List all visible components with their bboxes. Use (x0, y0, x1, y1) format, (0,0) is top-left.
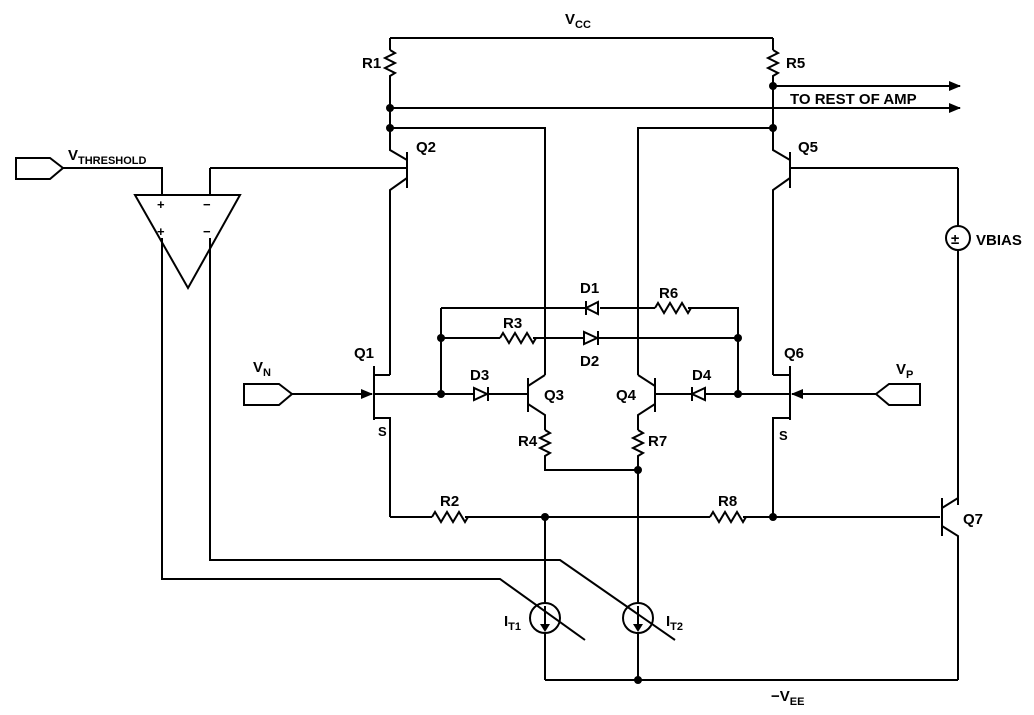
vn-label: VN (253, 359, 271, 379)
wire-q4-collector (637, 127, 773, 375)
comparator-plus-2: + (157, 224, 165, 239)
vcc-rail (389, 37, 774, 50)
vp-label: VP (896, 361, 913, 381)
comparator-minus-1: − (203, 197, 211, 212)
r4-resistor (537, 429, 638, 471)
r7-resistor (630, 429, 646, 470)
q2-transistor (389, 128, 408, 375)
r8-label: R8 (718, 493, 737, 510)
r7-label: R7 (648, 433, 667, 450)
node-dot (734, 334, 742, 342)
q3-label: Q3 (544, 387, 564, 404)
q2-label: Q2 (416, 139, 436, 156)
q7-transistor (941, 496, 959, 680)
r1-resistor (382, 49, 398, 108)
vbias-label: VBIAS (976, 232, 1022, 249)
diode-network-bottom (441, 331, 738, 345)
node-dot (634, 676, 642, 684)
wire-vthreshold (63, 167, 163, 195)
control-line-it2 (209, 238, 676, 641)
comparator-minus-2: − (203, 224, 211, 239)
r5-label: R5 (786, 55, 805, 72)
r6-label: R6 (659, 285, 678, 302)
d4-diode (689, 386, 706, 402)
vthreshold-label: VTHRESHOLD (68, 147, 147, 167)
d1-label: D1 (580, 280, 599, 297)
d1-diode (583, 300, 599, 316)
wire-q3-collector (390, 127, 546, 375)
q6-label: Q6 (784, 345, 804, 362)
vbias-sign: ± (951, 231, 959, 248)
to-rest-of-amp-lines (390, 81, 961, 113)
q5-label: Q5 (798, 139, 818, 156)
r8-resistor (709, 510, 747, 524)
to-rest-of-amp-label: TO REST OF AMP (790, 91, 917, 108)
q1-label: Q1 (354, 345, 374, 362)
vthreshold-terminal (15, 157, 65, 180)
it1-label: IT1 (504, 613, 521, 633)
q6-transistor (738, 366, 791, 517)
q3-transistor (527, 374, 546, 430)
it2-label: IT2 (666, 613, 683, 633)
diode-network-top (440, 301, 739, 393)
d3-diode (473, 386, 490, 402)
d3-label: D3 (470, 367, 489, 384)
q1-source-label: S (378, 424, 387, 439)
control-line-it1 (161, 238, 586, 641)
q7-label: Q7 (963, 511, 983, 528)
r2-label: R2 (440, 493, 459, 510)
vp-terminal (874, 383, 921, 406)
it1-arrowhead (540, 624, 550, 632)
r4-label: R4 (518, 433, 538, 450)
d4-label: D4 (692, 367, 712, 384)
comparator-triangle (133, 194, 242, 291)
q6-source-label: S (779, 428, 788, 443)
node-dot (437, 334, 445, 342)
q1-transistor (373, 366, 441, 517)
q4-label: Q4 (616, 387, 637, 404)
r3-label: R3 (503, 315, 522, 332)
it2-arrowhead (633, 624, 643, 632)
vn-terminal (243, 383, 294, 406)
r2-resistor (431, 510, 469, 524)
q5-transistor (772, 128, 791, 375)
q4-transistor (637, 374, 656, 430)
d2-label: D2 (580, 353, 599, 370)
d2-diode (583, 330, 600, 346)
r1-label: R1 (362, 55, 381, 72)
vcc-label: VCC (565, 11, 591, 31)
vee-label: −VEE (771, 688, 804, 708)
node-dot (769, 513, 777, 521)
comparator-plus-1: + (157, 197, 165, 212)
r5-resistor (765, 49, 781, 86)
